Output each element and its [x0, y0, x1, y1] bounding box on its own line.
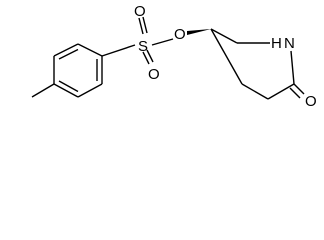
structure-svg: S O O O N H O	[31, 3, 317, 110]
sulfonyl-double-bonds	[138, 16, 154, 65]
molecule-diagram: S O O O N H O	[31, 3, 317, 110]
sulfonyl-oxygen-upper-label: O	[134, 3, 146, 20]
nitrogen-hydrogen-label: H	[271, 35, 282, 52]
carbonyl-oxygen-label: O	[305, 93, 317, 110]
sulfur-label: S	[138, 38, 148, 55]
aryl-sulfur-bond	[101, 44, 136, 57]
carbonyl-double-bond	[289, 83, 305, 99]
nitrogen-label: N	[284, 35, 295, 52]
benzene-ring	[53, 43, 103, 98]
stereo-wedge	[187, 29, 211, 35]
sulfonyl-oxygen-lower-label: O	[148, 66, 160, 83]
piperidinone-ring	[210, 28, 295, 100]
ester-oxygen-label: O	[174, 26, 186, 43]
sulfur-oxygen-bond	[151, 38, 174, 46]
methyl-bond	[31, 83, 55, 98]
